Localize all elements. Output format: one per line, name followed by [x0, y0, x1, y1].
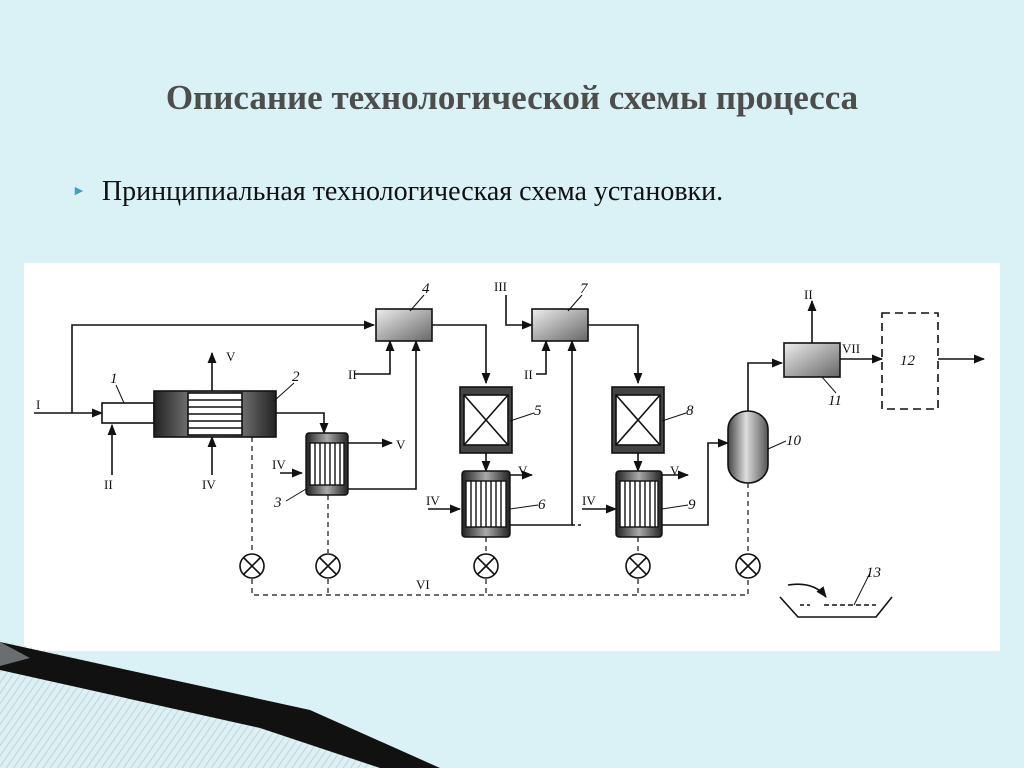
unit-3-cooler [305, 432, 349, 496]
unit-number-7: 7 [580, 281, 589, 297]
process-schematic: I II IV V IV V II III II V IV V IV VI II… [34, 279, 986, 618]
unit-12-block [881, 312, 939, 410]
process-flow-diagram: I II IV V IV V II III II V IV V IV VI II… [24, 263, 1000, 651]
unit-4-separator [375, 308, 433, 342]
unit-number-13: 13 [866, 565, 881, 581]
unit-7-separator [531, 308, 589, 342]
unit-10-vessel [727, 410, 769, 484]
bullet-arrow-icon: ► [72, 184, 86, 199]
stream-label-VII: VII [842, 341, 860, 356]
valve [239, 553, 265, 579]
unit-9-cooler [615, 470, 663, 538]
stream-label-IV: IV [202, 477, 216, 492]
stream-label-V: V [518, 463, 528, 478]
valve [735, 553, 761, 579]
bullet-item: ► Принципиальная технологическая схема у… [72, 176, 723, 208]
unit-number-5: 5 [534, 403, 542, 419]
valve [625, 553, 651, 579]
unit-number-4: 4 [422, 281, 430, 297]
stream-label-II: II [524, 367, 533, 382]
unit-8-reactor [611, 386, 665, 454]
unit-11-separator [783, 342, 841, 378]
stream-label-V: V [396, 437, 406, 452]
unit-2-furnace [153, 390, 277, 438]
bullet-text: Принципиальная технологическая схема уст… [101, 176, 724, 207]
unit-number-1: 1 [110, 371, 118, 387]
unit-number-6: 6 [538, 497, 546, 513]
unit-number-2: 2 [292, 369, 300, 385]
unit-6-cooler [461, 470, 511, 538]
valve [315, 553, 341, 579]
stream-label-II: II [348, 367, 357, 382]
unit-number-9: 9 [688, 497, 696, 513]
unit-13-tank [779, 596, 893, 618]
stream-label-V: V [670, 463, 680, 478]
valve [473, 553, 499, 579]
unit-number-11: 11 [828, 393, 842, 409]
slide-title: Описание технологической схемы процесса [165, 78, 859, 117]
unit-5-reactor [459, 386, 513, 454]
stream-label-IV: IV [582, 493, 596, 508]
stream-label-II: II [104, 477, 113, 492]
stream-label-IV: IV [272, 457, 286, 472]
stream-label-III: III [494, 279, 507, 294]
stream-label-IV: IV [426, 493, 440, 508]
stream-label-VI: VI [416, 577, 430, 592]
stream-label-V: V [226, 349, 236, 364]
decorative-corner-stripes [0, 640, 440, 768]
stream-label-II: II [804, 287, 813, 302]
unit-number-12: 12 [900, 353, 916, 369]
unit-number-10: 10 [786, 433, 802, 449]
unit-number-3: 3 [273, 495, 282, 511]
stream-label-I: I [36, 397, 40, 412]
unit-number-8: 8 [686, 403, 694, 419]
unit-1-mixer [101, 402, 155, 424]
